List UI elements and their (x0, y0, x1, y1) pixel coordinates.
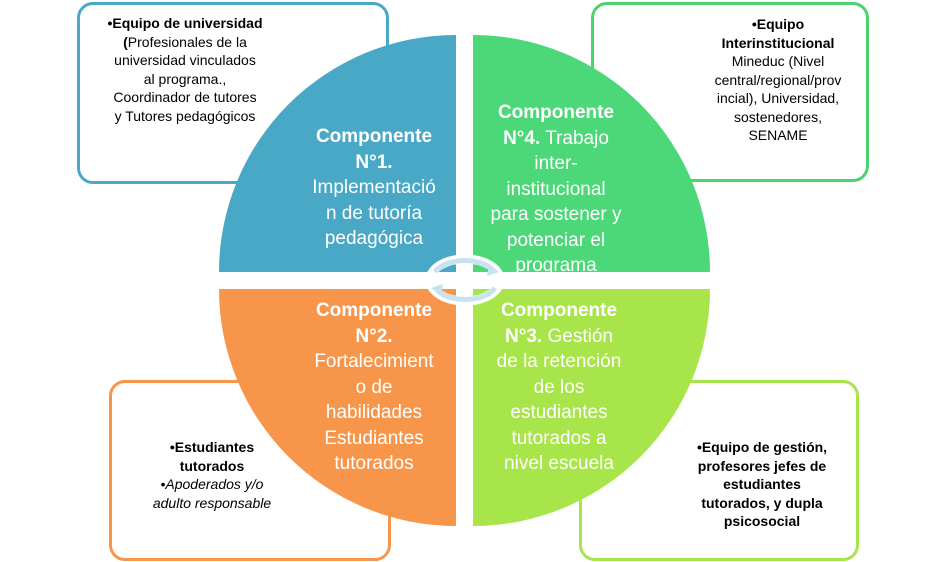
box-heading: •Equipo de gestión, (696, 439, 828, 455)
quadrant-line: para sostener y (490, 204, 622, 225)
box-line: incial), Universidad, (716, 90, 840, 106)
box-heading: •Equipo de universidad (107, 15, 263, 31)
box-line: universidad vinculados (114, 52, 256, 68)
quadrant-line: Estudiantes (324, 427, 424, 449)
box-line: SENAME (748, 127, 808, 143)
quadrant-componente-1-text: Componente N°1. Implementació n de tutor… (299, 124, 449, 252)
quadrant-line: Implementació (312, 177, 436, 198)
box-heading: •Equipo (751, 16, 805, 32)
quadrant-line: N°3. Gestión (505, 325, 613, 347)
box-equipo-interinstitucional-text: •Equipo Interinstitucional Mineduc (Nive… (698, 15, 858, 145)
quadrant-line: habilidades (325, 402, 423, 423)
box-heading: estudiantes (723, 476, 801, 492)
quadrant-line: n de tutoría (325, 202, 423, 224)
quadrant-componente-3: Componente N°3. Gestión de la retención … (473, 289, 710, 526)
quadrant-line: programa (515, 255, 597, 272)
quadrant-title: Componente (315, 300, 433, 321)
box-line: y Tutores pedagógicos (114, 107, 256, 124)
box-equipo-gestion: •Equipo de gestión, profesores jefes de … (579, 380, 859, 561)
quadrant-title: Componente (497, 102, 615, 123)
quadrant-componente-4-text: Componente N°4. Trabajo inter- instituci… (476, 100, 636, 272)
box-line: Coordinador de tutores (113, 89, 257, 105)
box-line: Mineduc (Nivel (731, 53, 825, 69)
quadrant-title: Componente (315, 126, 433, 147)
box-equipo-universidad-text: •Equipo de universidad (Profesionales de… (90, 14, 280, 125)
quadrant-line: nivel escuela (504, 453, 614, 474)
quadrant-componente-2-text: Componente N°2. Fortalecimient o de habi… (299, 298, 449, 477)
box-heading: tutorados (179, 457, 245, 474)
box-line: sostenedores, (734, 108, 822, 125)
quadrant-line: inter- (534, 153, 578, 174)
quadrant-line: o de (355, 376, 393, 398)
quadrant-line: institucional (506, 178, 606, 200)
quadrant-line: tutorados a (511, 427, 607, 449)
box-line: (Profesionales de la (123, 33, 247, 50)
box-line: al programa., (143, 70, 227, 87)
quadrant-line: estudiantes (510, 402, 608, 423)
quadrant-line: pedagógica (324, 228, 424, 249)
quadrant-line: N°4. Trabajo (503, 127, 609, 149)
box-line: central/regional/prov (714, 71, 842, 88)
box-heading: psicosocial (723, 513, 801, 529)
box-line: adulto responsable (152, 494, 272, 511)
quadrant-line: de los (533, 376, 585, 398)
quadrant-line: tutorados (334, 453, 414, 474)
box-equipo-gestion-text: •Equipo de gestión, profesores jefes de … (677, 438, 847, 531)
quadrant-title: Componente (500, 300, 618, 321)
box-heading: tutorados, y dupla (701, 494, 823, 511)
box-line: •Apoderados y/o (160, 476, 264, 492)
box-heading: •Estudiantes (169, 439, 255, 455)
quadrant-componente-4: Componente N°4. Trabajo inter- instituci… (473, 35, 710, 272)
cycle-arrows-icon (425, 254, 505, 306)
quadrant-title: N°1. (355, 151, 393, 173)
quadrant-componente-3-text: Componente N°3. Gestión de la retención … (479, 298, 639, 477)
box-estudiantes-tutorados-text: •Estudiantes tutorados •Apoderados y/o a… (137, 438, 287, 512)
quadrant-title: N°2. (355, 325, 393, 347)
box-heading: profesores jefes de (697, 457, 827, 474)
box-heading: Interinstitucional (721, 34, 835, 51)
quadrant-line: potenciar el (506, 229, 606, 251)
quadrant-line: de la retención (496, 351, 622, 372)
quadrant-line: Fortalecimient (314, 351, 434, 372)
